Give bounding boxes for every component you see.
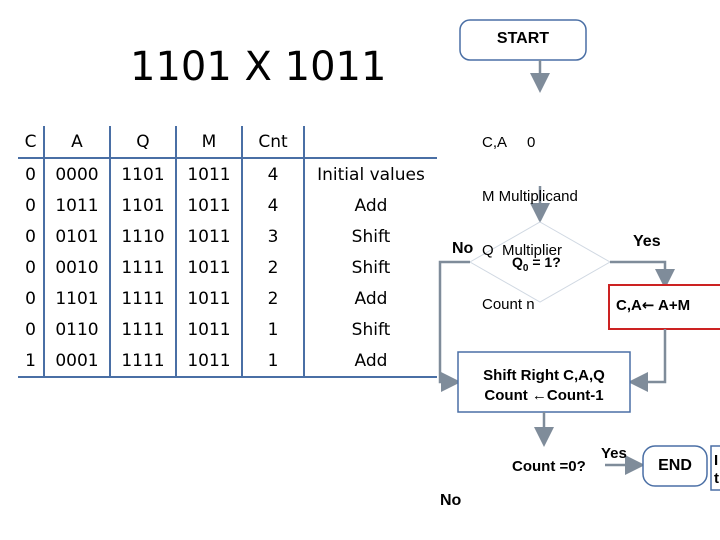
cell-c: 1 xyxy=(18,345,45,378)
header-c: C xyxy=(18,126,45,159)
table-row: 0 0010 1111 1011 2 Shift xyxy=(18,252,437,283)
left-arrow-icon: ← xyxy=(641,296,655,314)
page-title: 1101 X 1011 xyxy=(130,44,387,90)
cell-c: 0 xyxy=(18,190,45,221)
count-decision-label: Count =0? xyxy=(512,458,586,475)
cell-cnt: 1 xyxy=(242,345,305,378)
cell-note: Initial values xyxy=(317,164,425,185)
cell-m: 1011 xyxy=(176,190,243,221)
cell-c: 0 xyxy=(18,252,45,283)
table-row: 0 0110 1111 1011 1 Shift xyxy=(18,314,437,345)
cell-cnt: 2 xyxy=(242,252,305,283)
init-block: C,A 0 M Multiplicand Q Multiplier Count … xyxy=(482,98,578,332)
cell-m: 1011 xyxy=(176,345,243,378)
cell-m: 1011 xyxy=(176,158,243,190)
cut-off-text-2: t xyxy=(714,470,719,487)
arrow-yes-add xyxy=(610,260,675,289)
arrow-no-shift xyxy=(438,260,470,392)
shift-line-2: Count ←Count-1 xyxy=(484,387,604,404)
cell-note: Shift xyxy=(351,257,391,278)
cell-q: 1110 xyxy=(110,221,177,252)
add-box-post: A+M xyxy=(654,297,691,314)
table-row: 0 1011 1101 1011 4 Add xyxy=(18,190,437,221)
shift-box-label: Shift Right C,A,Q Count ←Count-1 xyxy=(458,366,630,406)
cell-cnt: 4 xyxy=(242,158,305,190)
table-row: 0 0000 1101 1011 4 Initial values xyxy=(18,158,437,190)
q0-subscript: 0 xyxy=(522,262,529,274)
q0-post: = 1? xyxy=(528,254,561,270)
header-note xyxy=(304,126,437,159)
cell-a: 0101 xyxy=(44,221,111,252)
cut-off-text-1: I xyxy=(714,452,719,469)
init-line-2: M Multiplicand xyxy=(482,188,578,205)
init-line-3: Q Multiplier xyxy=(482,242,563,259)
cell-a: 0001 xyxy=(44,345,111,378)
end-label: END xyxy=(658,457,692,474)
cell-m: 1011 xyxy=(176,221,243,252)
table-row: 0 0101 1110 1011 3 Shift xyxy=(18,221,437,252)
init-line-1: C,A 0 xyxy=(482,134,536,151)
add-box-pre: C,A xyxy=(616,297,642,314)
cell-cnt: 3 xyxy=(242,221,305,252)
cell-q: 1111 xyxy=(110,252,177,283)
cell-m: 1011 xyxy=(176,314,243,345)
cell-q: 1101 xyxy=(110,190,177,221)
cell-note: Add xyxy=(304,345,437,378)
header-cnt: Cnt xyxy=(242,126,305,159)
cell-q: 1111 xyxy=(110,345,177,378)
header-a: A xyxy=(44,126,111,159)
init-line-4: Count n xyxy=(482,296,535,313)
cut-off-box xyxy=(710,445,720,491)
cell-q: 1101 xyxy=(110,158,177,190)
start-box xyxy=(459,19,587,61)
no-label: No xyxy=(452,240,474,257)
cut-off-text: I t xyxy=(714,452,719,488)
cell-a: 1011 xyxy=(44,190,111,221)
cell-m: 1011 xyxy=(176,283,243,314)
add-box-label: C,A← A+M xyxy=(616,296,690,314)
cell-cnt: 2 xyxy=(242,283,305,314)
cell-c: 0 xyxy=(18,158,45,190)
q0-pre: Q xyxy=(512,254,523,270)
q0-decision-diamond xyxy=(468,221,612,303)
yes-label: Yes xyxy=(633,233,661,250)
table-row: 1 0001 1111 1011 1 Add xyxy=(18,345,437,378)
register-table: C A Q M Cnt 0 0000 1101 1011 4 Initial v… xyxy=(18,126,437,378)
cell-c: 0 xyxy=(18,221,45,252)
cell-a: 0010 xyxy=(44,252,111,283)
cell-c: 0 xyxy=(18,314,45,345)
header-q: Q xyxy=(110,126,177,159)
header-m: M xyxy=(176,126,243,159)
cell-m: 1011 xyxy=(176,252,243,283)
cell-note: Add xyxy=(354,195,388,216)
end-box xyxy=(642,445,708,487)
cell-a: 0000 xyxy=(44,158,111,190)
cell-c: 0 xyxy=(18,283,45,314)
cell-a: 0110 xyxy=(44,314,111,345)
table-row: 0 1101 1111 1011 2 Add xyxy=(18,283,437,314)
count-no-label: No xyxy=(440,492,462,509)
table-header-row: C A Q M Cnt xyxy=(18,126,437,159)
q0-decision-label: Q0 = 1? xyxy=(512,254,561,274)
cell-note: Shift xyxy=(351,226,391,247)
cell-note: Add xyxy=(354,288,388,309)
cell-a: 1101 xyxy=(44,283,111,314)
cell-cnt: 1 xyxy=(242,314,305,345)
cell-q: 1111 xyxy=(110,283,177,314)
cell-note: Shift xyxy=(351,319,391,340)
cell-q: 1111 xyxy=(110,314,177,345)
cell-cnt: 4 xyxy=(242,190,305,221)
arrow-add-shift xyxy=(628,329,667,392)
shift-line-1: Shift Right C,A,Q xyxy=(483,367,605,384)
count-yes-label: Yes xyxy=(601,445,627,462)
start-label: START xyxy=(496,30,550,47)
